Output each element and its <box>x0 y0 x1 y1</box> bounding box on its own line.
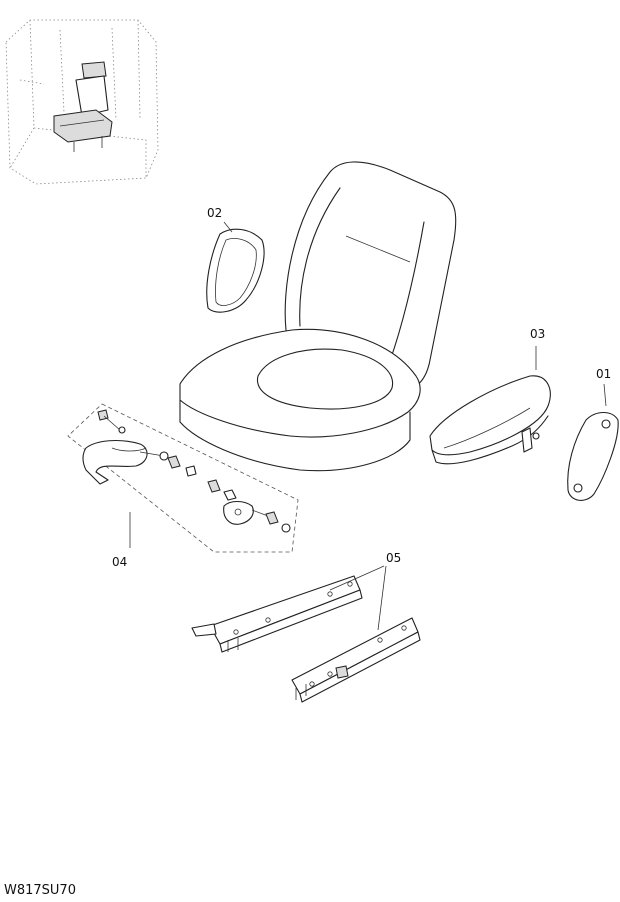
drawing-code: W817SU70 <box>4 883 76 898</box>
seat-cushion <box>179 328 421 438</box>
seat-assembly <box>179 161 457 472</box>
part-04-seatbelt-kit <box>67 403 299 553</box>
part-03-armrest <box>429 346 551 465</box>
part-05-slide-rails <box>191 565 421 703</box>
cab-location-inset <box>5 19 159 185</box>
callout-02: 02 <box>207 206 222 220</box>
part-01-bracket <box>567 383 619 501</box>
callout-01: 01 <box>596 367 611 381</box>
callout-05: 05 <box>386 551 401 565</box>
callout-03: 03 <box>530 327 545 341</box>
callout-04: 04 <box>112 555 127 569</box>
part-02-pad <box>206 221 265 313</box>
